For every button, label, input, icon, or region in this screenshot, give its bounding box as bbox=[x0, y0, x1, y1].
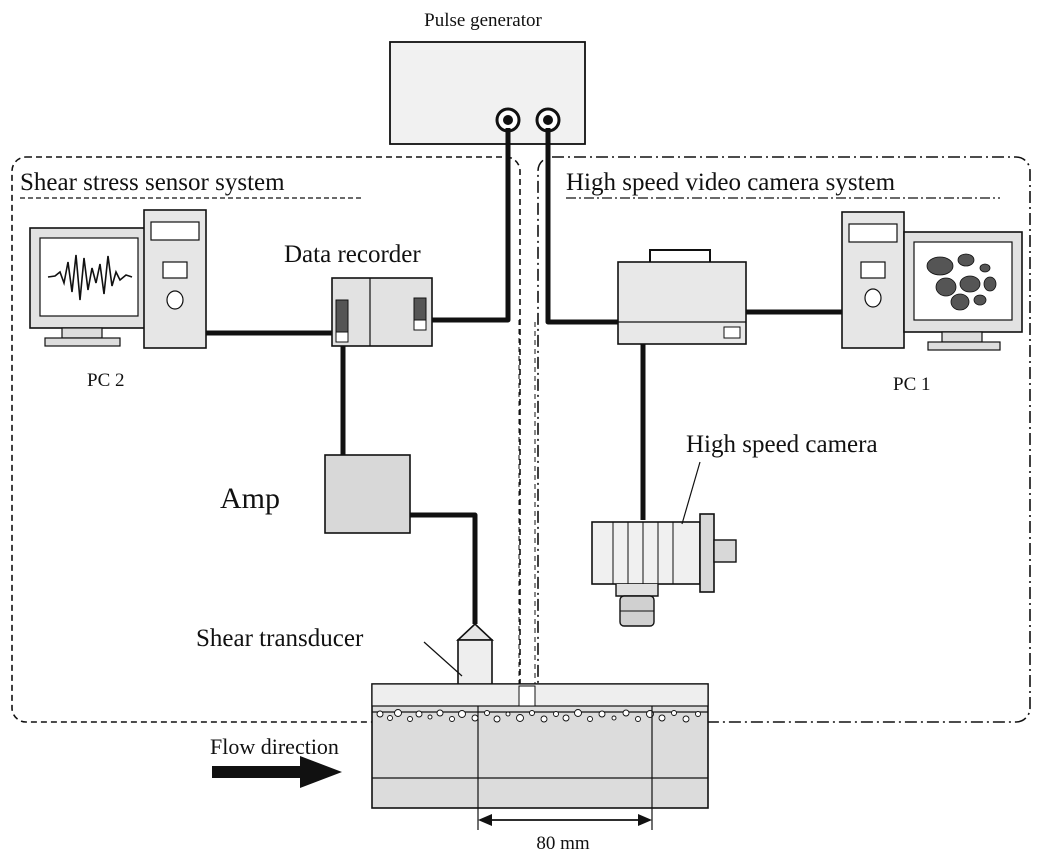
distance-label: 80 mm bbox=[536, 833, 590, 854]
camera-leader-line bbox=[681, 461, 701, 525]
reference-lines bbox=[518, 320, 536, 700]
data-recorder-label: Data recorder bbox=[284, 241, 421, 268]
pulse-generator bbox=[389, 41, 586, 145]
flow-channel bbox=[371, 683, 709, 830]
distance-dimension bbox=[478, 814, 652, 826]
shear-stress-system-label: Shear stress sensor system bbox=[20, 169, 285, 196]
amp-label: Amp bbox=[220, 482, 280, 515]
pc2-label: PC 2 bbox=[87, 370, 125, 391]
high-speed-video-system-boundary bbox=[537, 156, 1031, 723]
amplifier bbox=[324, 454, 411, 534]
data-recorder bbox=[331, 277, 433, 347]
bubble-layer bbox=[376, 709, 701, 723]
pulse-generator-label: Pulse generator bbox=[424, 10, 542, 31]
pc1-label: PC 1 bbox=[893, 374, 931, 395]
waveform-icon bbox=[47, 254, 133, 301]
cables bbox=[205, 128, 842, 624]
shear-stress-system-boundary bbox=[11, 156, 521, 723]
high-speed-video-system-label: High speed video camera system bbox=[566, 169, 896, 196]
pc2-computer bbox=[29, 209, 207, 349]
pc1-computer bbox=[841, 211, 1023, 351]
high-speed-camera bbox=[591, 513, 737, 627]
camera-controller bbox=[617, 249, 747, 345]
high-speed-camera-label: High speed camera bbox=[686, 431, 878, 458]
flow-direction-label: Flow direction bbox=[210, 734, 339, 759]
particles-icon bbox=[926, 253, 997, 311]
shear-transducer-label: Shear transducer bbox=[196, 625, 364, 652]
arrow-right-icon bbox=[212, 756, 342, 788]
